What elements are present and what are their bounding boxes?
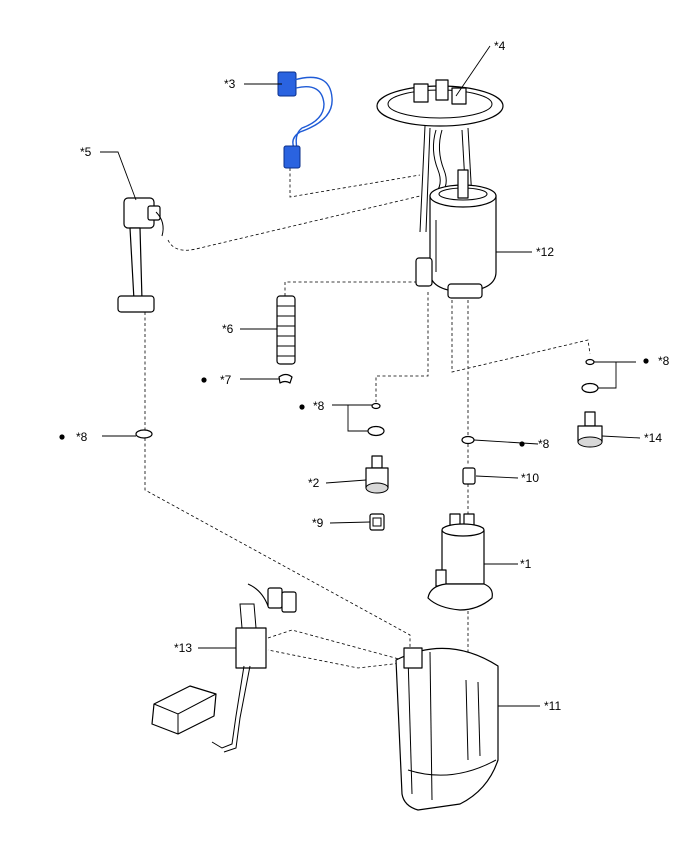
filled-dot-icon	[59, 434, 65, 440]
callout-part-5: *5	[80, 145, 92, 159]
callout-part-3: *3	[224, 77, 236, 91]
callout-part-14: *14	[644, 431, 662, 445]
callout-part-1: *1	[520, 557, 532, 571]
hose-part-6	[276, 295, 296, 365]
non-reusable-markers	[59, 358, 649, 447]
fuel-filter-body-part-12	[415, 169, 497, 299]
assembly-guide-lines	[144, 168, 591, 680]
sensor-part-14	[577, 411, 603, 448]
clip-part-7	[278, 373, 293, 384]
wire-harness-part-3	[277, 71, 333, 169]
sub-tank-part-11	[395, 647, 499, 811]
filled-dot-icon	[643, 358, 649, 364]
callout-part-8-right: *8	[658, 354, 670, 368]
sender-gauge-part-13	[151, 583, 297, 753]
o-rings-part-8	[135, 358, 599, 445]
callout-part-8-center: *8	[313, 399, 325, 413]
fuel-pump-part-1	[427, 513, 493, 611]
return-pipe-part-5	[117, 197, 164, 313]
callout-part-6: *6	[222, 322, 234, 336]
filled-dot-icon	[201, 377, 207, 383]
callout-part-11: *11	[544, 699, 561, 713]
callout-part-2: *2	[308, 476, 320, 490]
callout-part-13: *13	[174, 641, 192, 655]
filled-dot-icon	[519, 441, 525, 447]
leader-lines	[100, 45, 641, 707]
callout-part-4: *4	[494, 39, 506, 53]
connector-part-9	[369, 513, 385, 531]
callout-part-7: *7	[220, 373, 232, 387]
fuel-pump-lid-part-4	[376, 79, 504, 237]
callout-part-9: *9	[312, 516, 324, 530]
pressure-regulator-part-2	[365, 455, 389, 494]
callout-part-12: *12	[536, 245, 554, 259]
callout-part-10: *10	[521, 471, 539, 485]
filled-dot-icon	[299, 404, 305, 410]
cushion-part-10	[462, 467, 476, 485]
callout-part-8-left: *8	[76, 430, 88, 444]
callout-part-8-pump: *8	[538, 437, 550, 451]
callout-labels: *3 *4 *5 *12 *6 *7 *8 *8 *8 *8 *14 *2 *1…	[76, 39, 670, 713]
